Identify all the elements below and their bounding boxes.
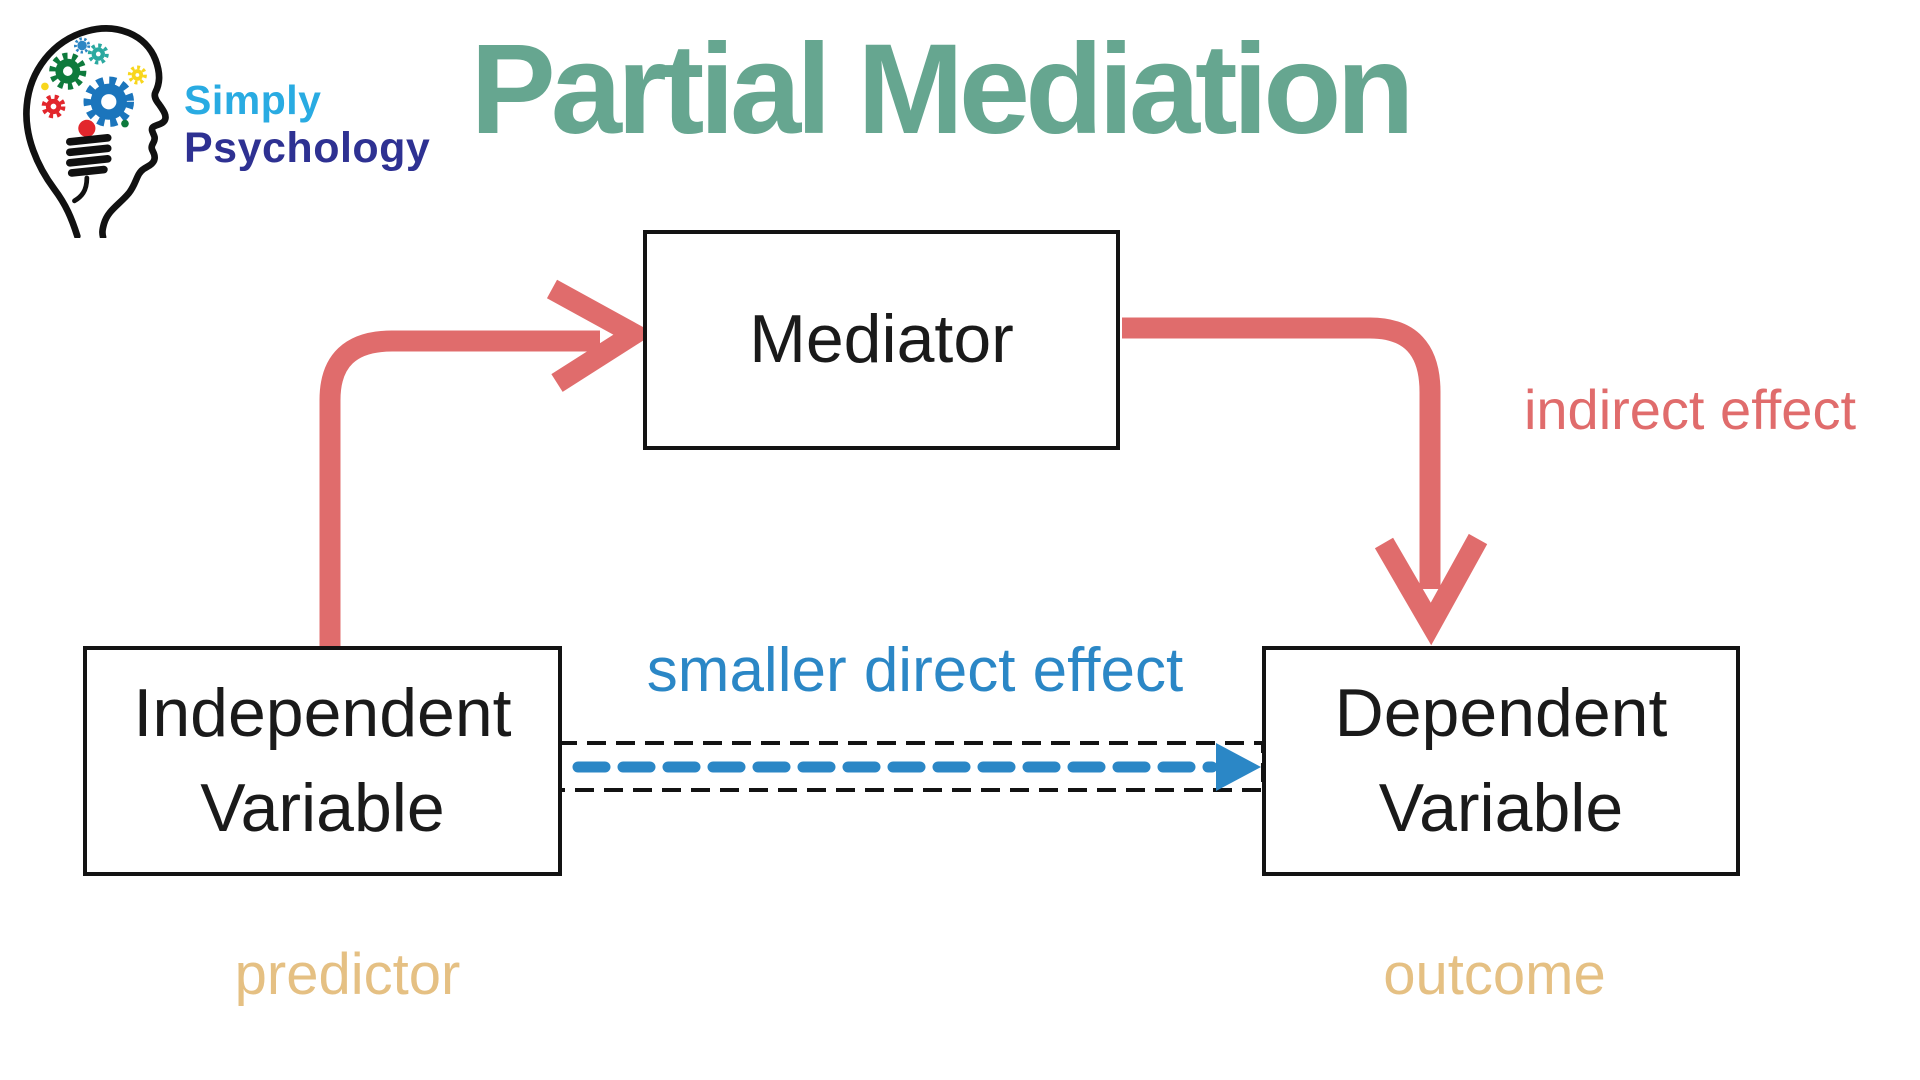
gear-cluster bbox=[41, 37, 147, 137]
mediator-label: Mediator bbox=[749, 301, 1014, 378]
independent-line2: Variable bbox=[200, 770, 445, 846]
brand-simply: Simply bbox=[184, 77, 322, 123]
independent-variable-label: Independent Variable bbox=[133, 666, 511, 856]
predictor-label: predictor bbox=[234, 942, 461, 1007]
arrow-iv-to-mediator-head-icon bbox=[546, 279, 655, 392]
smaller-direct-effect-label: smaller direct effect bbox=[646, 636, 1184, 705]
dependent-variable-label: Dependent Variable bbox=[1335, 666, 1668, 856]
indirect-effect-label: indirect effect bbox=[1523, 378, 1857, 441]
outcome-label: outcome bbox=[1383, 942, 1606, 1007]
bulb-base bbox=[65, 134, 112, 204]
arrow-iv-to-mediator bbox=[319, 330, 600, 656]
dependent-line2: Variable bbox=[1378, 770, 1624, 846]
arrow-mediator-to-dv-head-icon bbox=[1374, 533, 1488, 646]
page-title: Partial Mediation bbox=[470, 18, 1414, 161]
brand-psychology: Psychology bbox=[184, 124, 431, 172]
brand-wordmark: Simply Psychology bbox=[184, 80, 430, 170]
arrow-iv-to-dv-direct-head-icon bbox=[1216, 743, 1261, 791]
arrow-mediator-to-dv bbox=[1122, 317, 1441, 589]
mediator-box: Mediator bbox=[643, 230, 1120, 450]
dependent-variable-box: Dependent Variable bbox=[1262, 646, 1740, 876]
brain-gears-logo-icon bbox=[23, 25, 169, 238]
dependent-line1: Dependent bbox=[1334, 674, 1668, 751]
independent-variable-box: Independent Variable bbox=[83, 646, 562, 876]
independent-line1: Independent bbox=[133, 674, 512, 751]
